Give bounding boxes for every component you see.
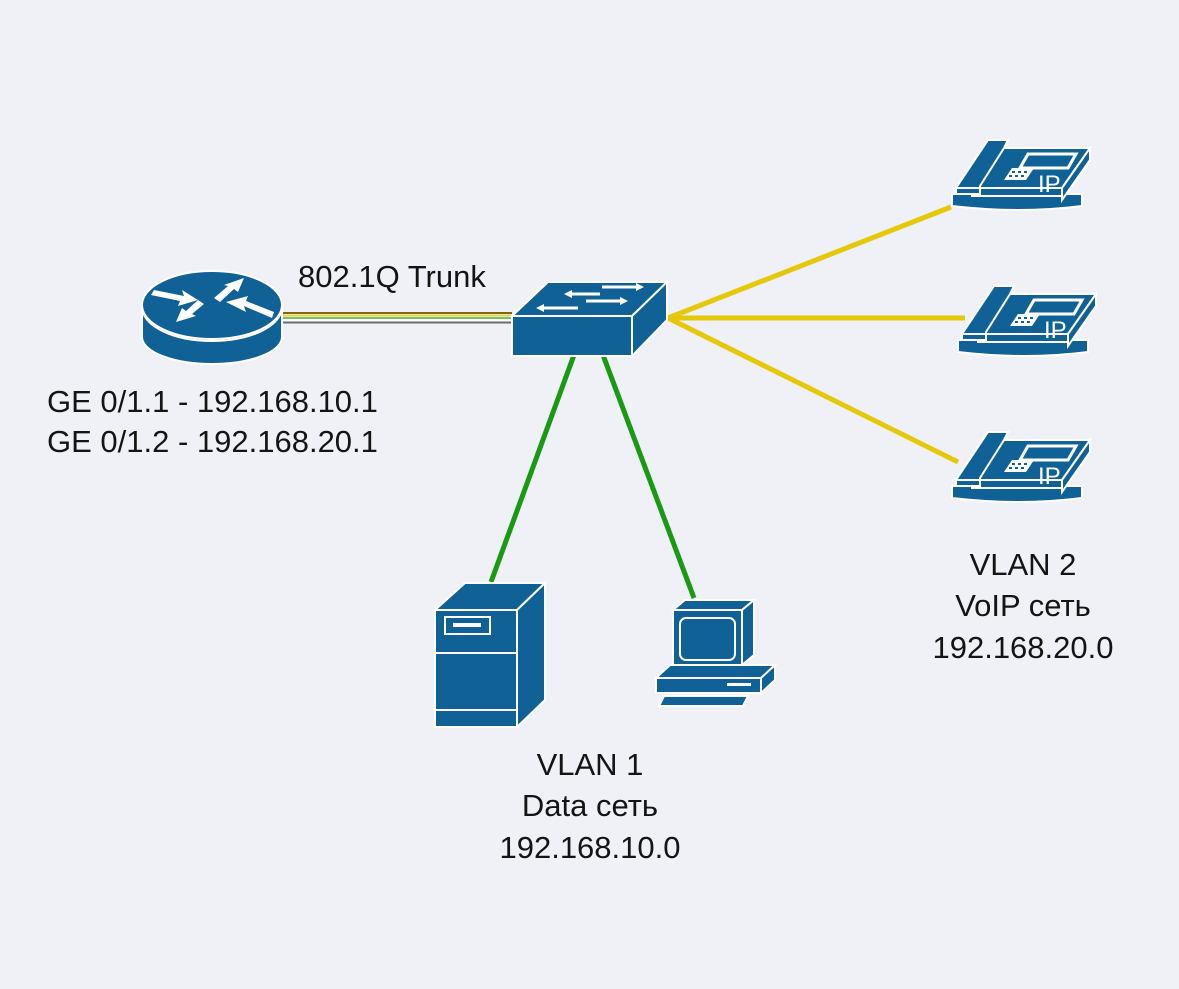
server-icon[interactable] xyxy=(432,580,548,730)
router-interface-2: GE 0/1.2 - 192.168.20.1 xyxy=(47,424,378,459)
vlan1-subnet: 192.168.10.0 xyxy=(499,830,681,865)
ip-phone-badge: IP xyxy=(1044,317,1067,344)
trunk-link[interactable] xyxy=(282,312,512,324)
workstation-icon[interactable] xyxy=(653,597,778,707)
trunk-label: 802.1Q Trunk xyxy=(298,259,486,294)
link-switch-phone-1[interactable] xyxy=(667,204,952,321)
vlan2-description: VoIP сеть xyxy=(955,588,1091,623)
ip-phone-icon[interactable]: IP xyxy=(956,284,1098,358)
switch-icon[interactable] xyxy=(509,279,670,359)
vlan1-links xyxy=(488,354,697,599)
ip-phone-icon[interactable]: IP xyxy=(950,138,1092,212)
link-switch-workstation[interactable] xyxy=(600,354,697,599)
ip-phone-badge: IP xyxy=(1038,463,1061,490)
router-interface-1: GE 0/1.1 - 192.168.10.1 xyxy=(47,384,378,419)
ip-phone-badge: IP xyxy=(1038,171,1061,198)
router-icon[interactable] xyxy=(141,270,283,365)
link-switch-server[interactable] xyxy=(488,354,577,583)
vlan1-description: Data сеть xyxy=(521,788,659,823)
vlan1-name: VLAN 1 xyxy=(536,747,644,782)
vlan2-links xyxy=(666,204,965,465)
vlan2-subnet: 192.168.20.0 xyxy=(932,630,1114,665)
link-switch-phone-3[interactable] xyxy=(666,315,960,465)
vlan2-name: VLAN 2 xyxy=(969,547,1077,582)
ip-phone-icon[interactable]: IP xyxy=(950,430,1092,504)
